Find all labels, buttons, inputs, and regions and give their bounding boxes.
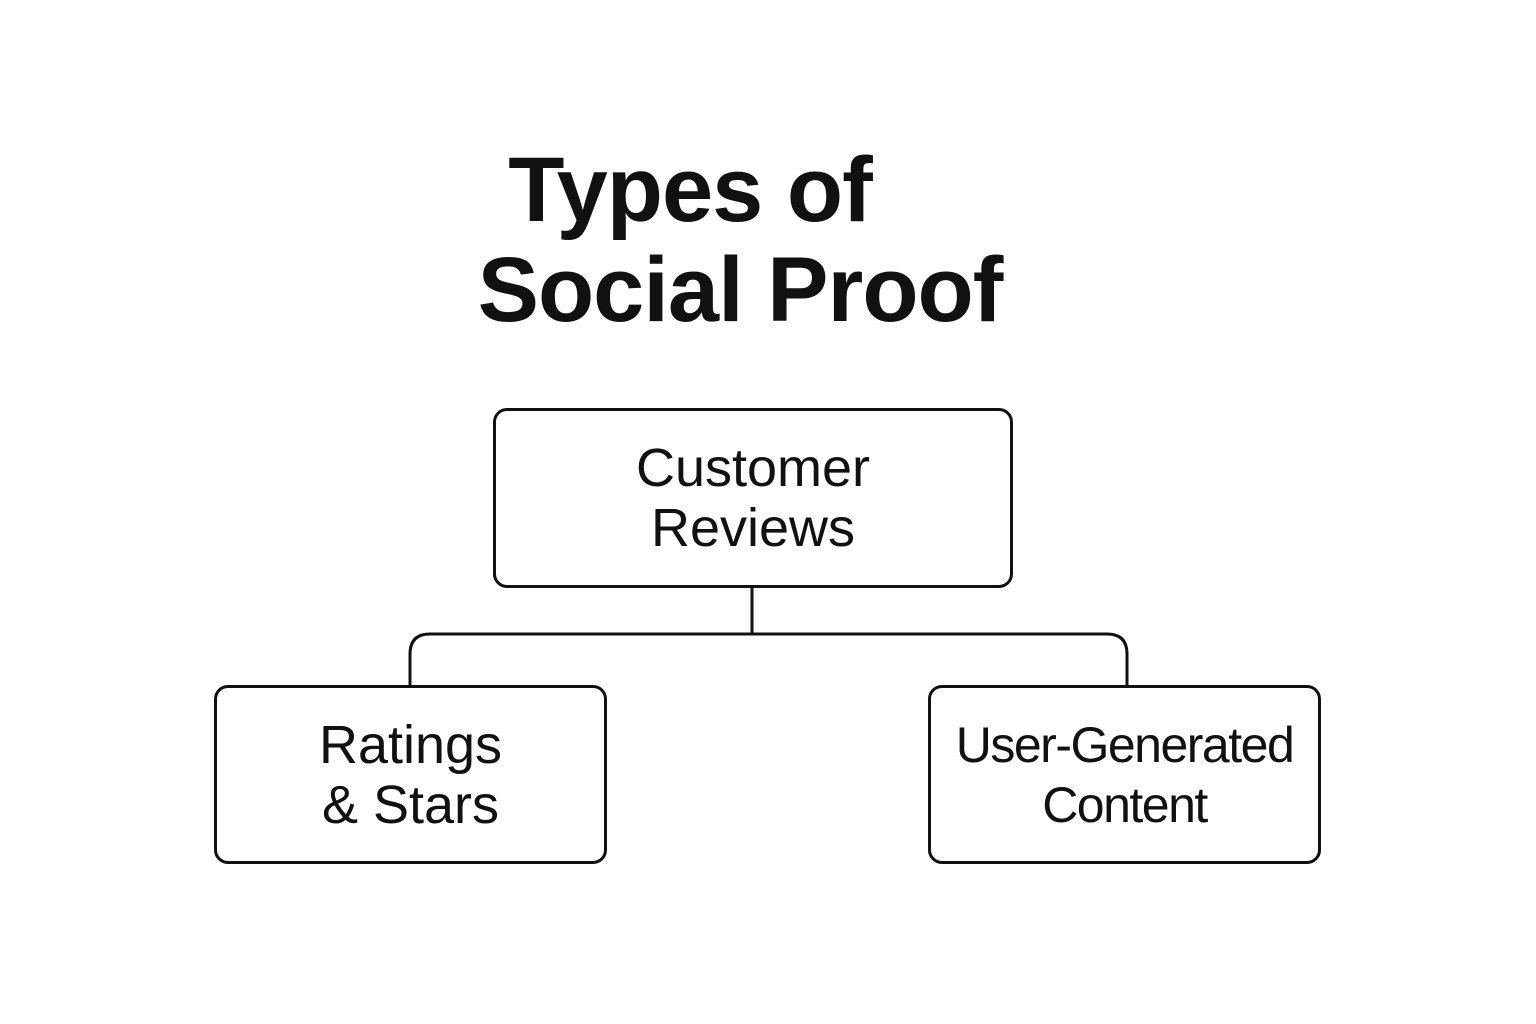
title-line-2: Social Proof [477,239,1004,341]
node-ratings-stars-line-2: & Stars [321,774,500,835]
node-user-generated-content-line-2: Content [1042,776,1208,833]
node-user-generated-content: User-Generated Content [928,685,1321,864]
node-ratings-stars: Ratings & Stars [214,685,607,864]
connector-left-branch [408,632,754,687]
node-user-generated-content-line-1: User-Generated [955,716,1295,773]
node-customer-reviews-line-1: Customer [635,438,871,498]
diagram-title: Types of Social Proof [380,140,1100,340]
node-ratings-stars-line-1: Ratings [318,714,503,775]
node-customer-reviews-line-2: Reviews [650,498,856,558]
connector-right-branch [750,632,1129,687]
node-customer-reviews: Customer Reviews [493,408,1013,588]
title-line-1: Types of [508,139,872,241]
